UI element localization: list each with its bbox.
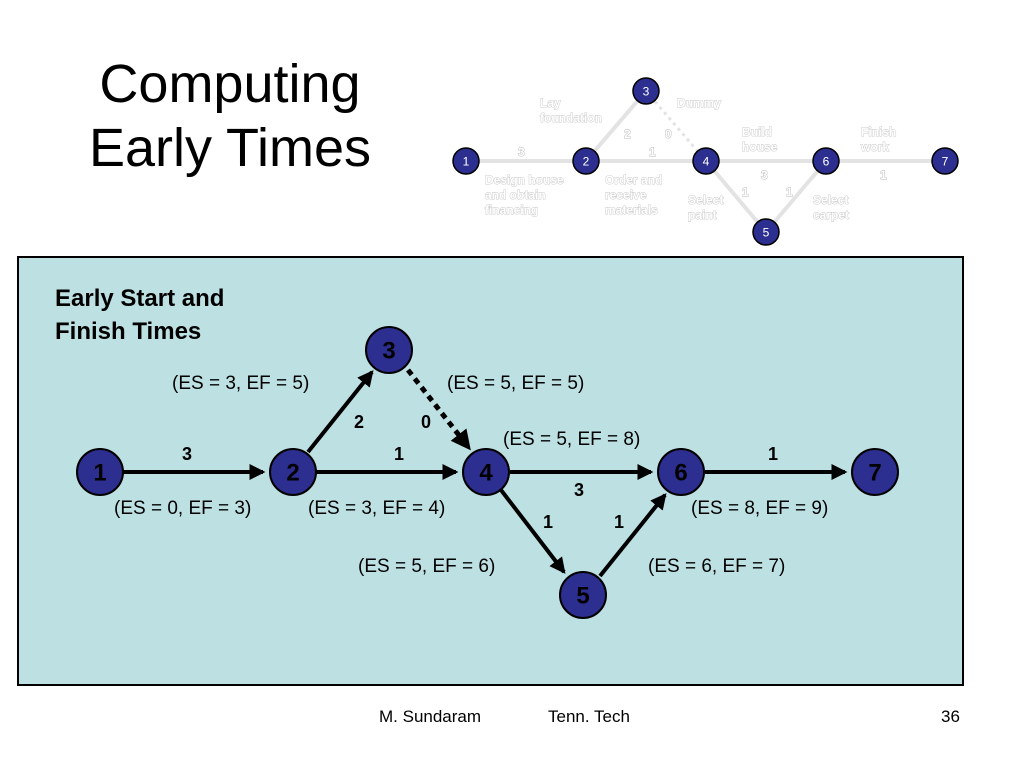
mini-duration-2-3: 2 — [624, 127, 631, 141]
svg-text:1: 1 — [463, 155, 470, 169]
svg-text:3: 3 — [382, 338, 395, 365]
node-1: 1 — [76, 448, 124, 496]
svg-text:6: 6 — [674, 460, 687, 487]
duration-1-2: 3 — [182, 444, 192, 464]
mini-label-build-house: Build house — [742, 125, 778, 154]
mini-label-finish-work: Finish work — [860, 125, 900, 154]
svg-text:4: 4 — [703, 155, 710, 169]
mini-node-5: 5 — [752, 218, 780, 246]
early-times-5-6: (ES = 6, EF = 7) — [648, 556, 785, 577]
mini-node-6: 6 — [812, 147, 840, 175]
mini-duration-5-6: 1 — [786, 185, 793, 199]
mini-node-7: 7 — [931, 147, 959, 175]
svg-text:4: 4 — [479, 460, 493, 487]
panel-title-line-2: Finish Times — [55, 318, 202, 345]
mini-duration-3-4: 0 — [665, 127, 672, 141]
duration-4-6: 3 — [574, 480, 584, 500]
duration-3-4: 0 — [421, 412, 431, 432]
title-line-2: Early Times — [88, 118, 372, 178]
svg-text:3: 3 — [643, 85, 650, 99]
mini-edge-5-6 — [764, 159, 828, 234]
edge-3-4-dummy — [406, 368, 471, 451]
footer-author: M. Sundaram — [379, 707, 482, 726]
early-times-4-6: (ES = 5, EF = 8) — [503, 429, 640, 450]
mini-duration-6-7: 1 — [880, 168, 887, 182]
mini-duration-2-4: 1 — [649, 145, 656, 159]
mini-label-lay-foundation: Lay foundation — [540, 96, 602, 125]
mini-label-select-carpet: Select carpet — [813, 193, 852, 222]
svg-text:1: 1 — [93, 460, 106, 487]
early-times-1-2: (ES = 0, EF = 3) — [114, 498, 251, 519]
edge-2-3 — [306, 370, 374, 454]
mini-edge-3-4-dummy — [644, 90, 708, 162]
mini-node-3: 3 — [632, 77, 660, 105]
early-times-2-3: (ES = 3, EF = 5) — [172, 373, 309, 394]
edge-4-5 — [499, 488, 566, 574]
mini-duration-4-6: 3 — [761, 168, 768, 182]
node-7: 7 — [851, 448, 899, 496]
svg-text:2: 2 — [286, 460, 299, 487]
slide-title: Computing Early Times — [60, 52, 400, 180]
mini-label-select-paint: Select paint — [688, 193, 727, 222]
title-line-1: Computing — [99, 54, 361, 114]
svg-text:7: 7 — [942, 155, 949, 169]
svg-text:7: 7 — [868, 460, 881, 487]
mini-node-4: 4 — [692, 147, 720, 175]
node-6: 6 — [657, 448, 705, 496]
node-2: 2 — [269, 448, 317, 496]
svg-text:2: 2 — [583, 155, 590, 169]
early-times-6-7: (ES = 8, EF = 9) — [691, 498, 828, 519]
mini-duration-4-5: 1 — [742, 185, 749, 199]
panel-title: Early Start and Finish Times — [55, 282, 224, 348]
edge-5-6 — [598, 493, 667, 578]
node-3: 3 — [365, 326, 413, 374]
panel-title-line-1: Early Start and — [55, 285, 225, 312]
footer-institution: Tenn. Tech — [548, 707, 630, 726]
mini-label-design-house: Design house and obtain financing — [485, 173, 567, 217]
early-times-3-4: (ES = 5, EF = 5) — [447, 373, 584, 394]
duration-2-3: 2 — [354, 412, 364, 432]
node-4: 4 — [462, 448, 510, 496]
svg-text:5: 5 — [763, 226, 770, 240]
duration-5-6: 1 — [614, 512, 624, 532]
svg-text:5: 5 — [576, 583, 589, 610]
mini-duration-1-2: 3 — [518, 145, 525, 159]
svg-text:6: 6 — [823, 155, 830, 169]
mini-edge-2-3 — [584, 89, 648, 163]
duration-6-7: 1 — [768, 444, 778, 464]
mini-edge-4-5 — [704, 159, 768, 234]
footer-page-number: 36 — [941, 707, 960, 726]
mini-label-dummy: Dummy — [677, 96, 721, 110]
early-times-4-5: (ES = 5, EF = 6) — [358, 556, 495, 577]
duration-2-4: 1 — [394, 444, 404, 464]
duration-4-5: 1 — [543, 512, 553, 532]
mini-network-diagram: Lay foundation Dummy Build house Finish … — [452, 77, 959, 246]
mini-node-2: 2 — [572, 147, 600, 175]
early-times-2-4: (ES = 3, EF = 4) — [308, 498, 445, 519]
node-5: 5 — [559, 571, 607, 619]
mini-node-1: 1 — [452, 147, 480, 175]
mini-label-order-materials: Order and receive materials — [605, 173, 666, 217]
